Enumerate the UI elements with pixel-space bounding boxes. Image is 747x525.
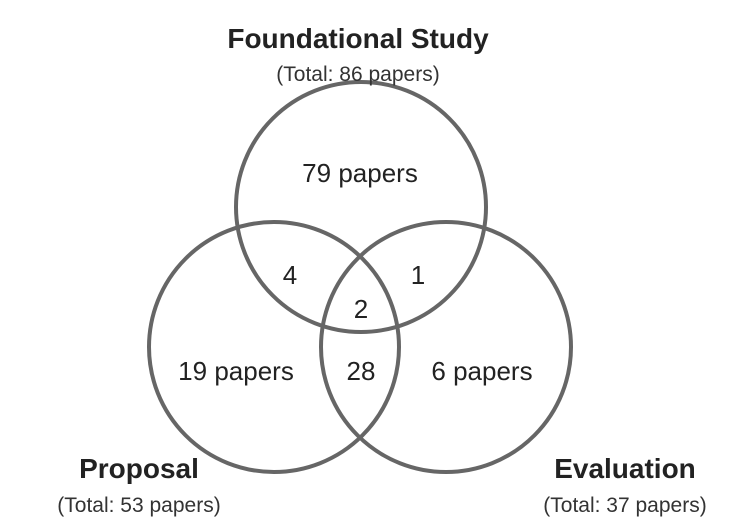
foundational-proposal-count: 4 — [283, 260, 297, 290]
proposal-title: Proposal — [79, 453, 199, 484]
foundational-study-total: (Total: 86 papers) — [276, 63, 439, 86]
all-three-count: 2 — [354, 294, 368, 324]
proposal-circle — [147, 220, 401, 474]
evaluation-title: Evaluation — [554, 453, 696, 484]
evaluation-only-count: 6 papers — [431, 356, 532, 386]
proposal-only-count: 19 papers — [178, 356, 294, 386]
foundational-only-count: 79 papers — [302, 158, 418, 188]
proposal-evaluation-count: 28 — [347, 356, 376, 386]
evaluation-circle — [319, 220, 573, 474]
evaluation-total: (Total: 37 papers) — [543, 494, 706, 517]
foundational-study-circle — [234, 80, 488, 334]
proposal-total: (Total: 53 papers) — [57, 494, 220, 517]
foundational-evaluation-count: 1 — [411, 260, 425, 290]
foundational-study-title: Foundational Study — [227, 23, 489, 54]
